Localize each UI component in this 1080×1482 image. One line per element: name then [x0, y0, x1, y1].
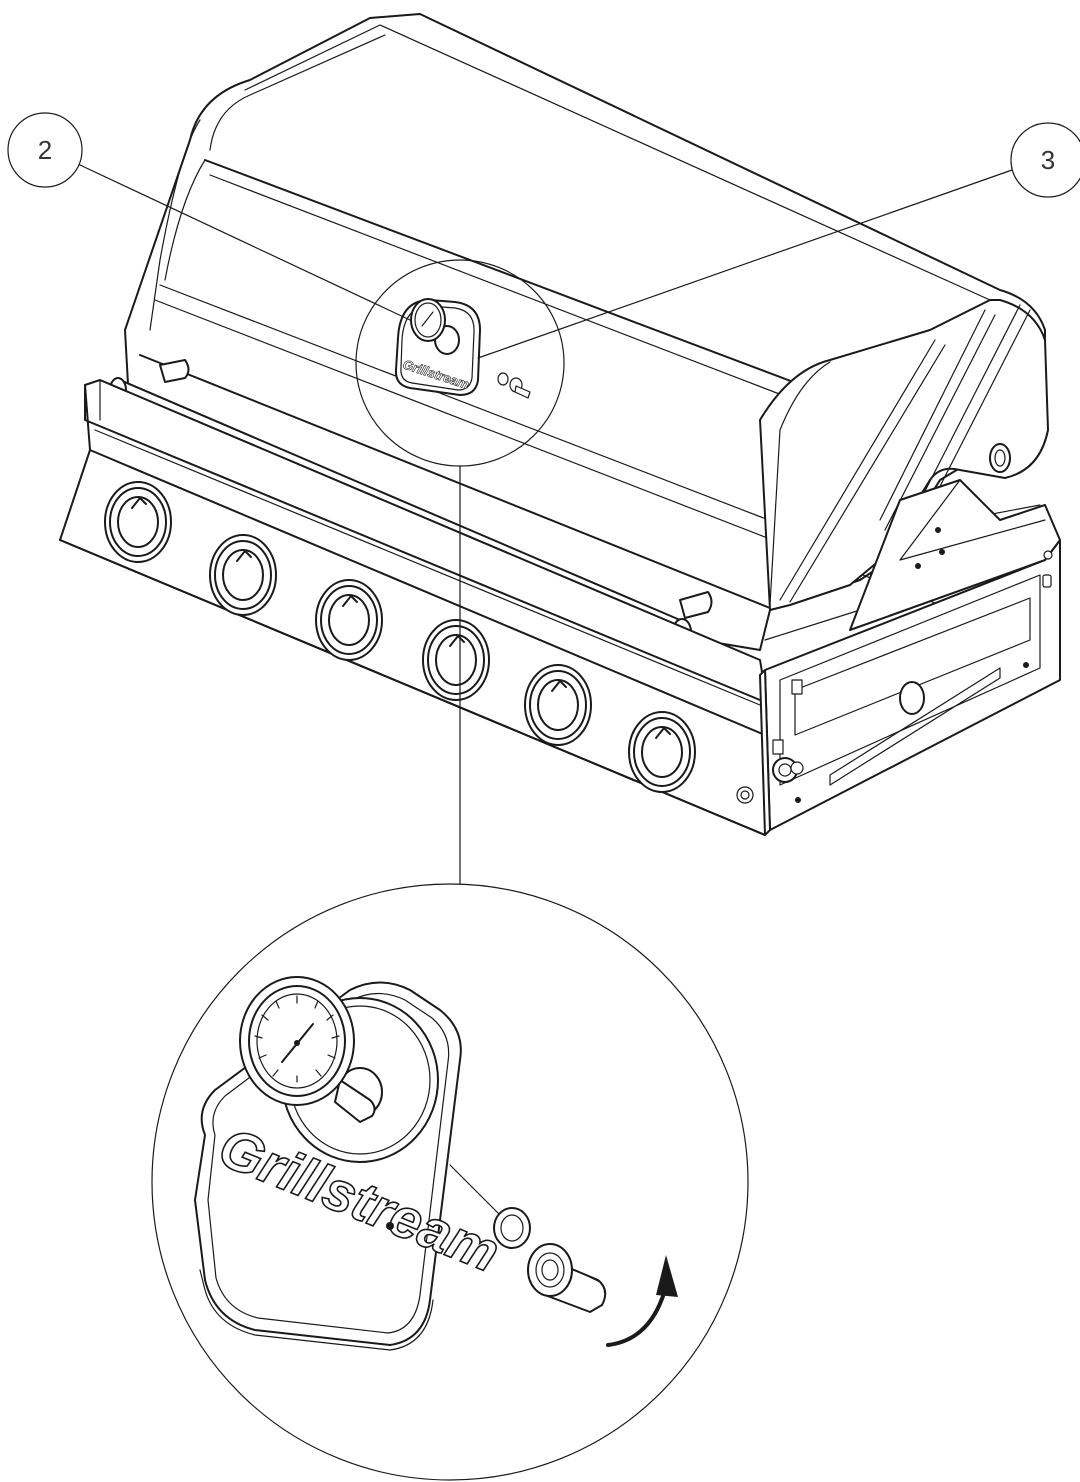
- control-knob-icon[interactable]: [104, 481, 172, 563]
- enlarged-detail-view: Grillstream: [151, 883, 749, 1481]
- callout-2: 2: [7, 112, 411, 321]
- hood-thermometer: Grillstream: [394, 298, 531, 399]
- callout-3: 3: [477, 122, 1080, 359]
- detail-callout-circle: [355, 259, 565, 885]
- control-knob-icon[interactable]: [209, 534, 277, 616]
- control-knob-icon[interactable]: [315, 579, 383, 661]
- callout-2-number: 2: [38, 135, 52, 165]
- grill-side-body: [759, 479, 1061, 836]
- control-knob-icon[interactable]: [422, 619, 490, 701]
- control-panel: [59, 379, 781, 836]
- control-knob-icon[interactable]: [628, 711, 696, 793]
- control-knob-icon[interactable]: [524, 664, 592, 746]
- thermometer-gauge-icon: [239, 976, 376, 1123]
- callout-3-number: 3: [1041, 145, 1055, 175]
- thermometer-gauge-icon: [410, 298, 446, 342]
- mounting-nut: [527, 1243, 607, 1313]
- rotate-arrow-icon: [606, 1255, 678, 1347]
- control-knobs: [104, 481, 696, 793]
